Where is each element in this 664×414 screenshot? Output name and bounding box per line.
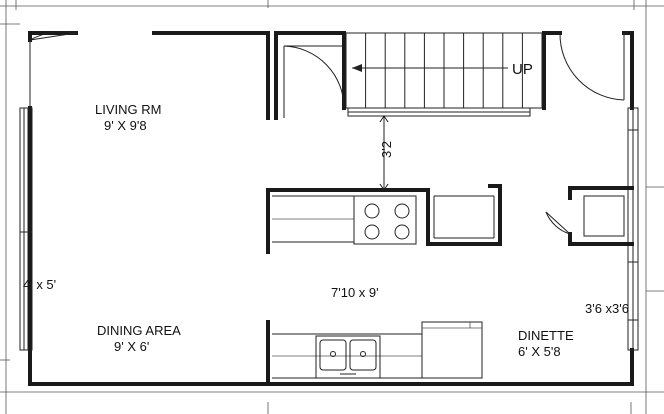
burner-icon [364, 224, 380, 240]
dining-area-size: 9' X 6' [114, 339, 149, 354]
dinette-size: 6' X 5'8 [518, 344, 561, 359]
hall-door [283, 45, 345, 118]
burner-icon [394, 203, 410, 219]
kitchen-upper-counter [266, 184, 502, 254]
entry-door-left [29, 31, 77, 108]
exterior-walls [28, 31, 634, 386]
sink [315, 335, 381, 379]
burner-icon [394, 224, 410, 240]
burner-icon [364, 203, 380, 219]
sink-basin-right [349, 339, 377, 371]
stair-clearance-dimension: 3'2 [379, 115, 394, 191]
window-left [19, 107, 33, 351]
stair-clearance-label: 3'2 [379, 141, 394, 158]
living-room-size: 9' X 9'8 [104, 118, 147, 133]
kitchen-lower-counter [266, 320, 483, 386]
stair-arrow-icon [352, 64, 362, 72]
living-room-name: LIVING RM [95, 102, 161, 117]
stair-up-label: UP [512, 61, 533, 78]
entry-door-right [559, 32, 625, 101]
closet-dimension: 3'6 x3'6 [585, 301, 629, 316]
window-right [627, 107, 639, 351]
sink-basin-left [319, 339, 347, 371]
window-dimension: 4' x 5' [23, 277, 56, 292]
range [353, 195, 417, 245]
closet-door-swing [545, 211, 571, 235]
closet [545, 186, 634, 246]
staircase: UP [345, 32, 543, 117]
kitchen-dimension: 7'10 x 9' [331, 285, 379, 300]
drain-icon [360, 351, 366, 357]
refrigerator [421, 321, 483, 379]
drain-icon [330, 351, 336, 357]
dining-area-name: DINING AREA [97, 323, 181, 338]
dinette-name: DINETTE [518, 328, 574, 343]
